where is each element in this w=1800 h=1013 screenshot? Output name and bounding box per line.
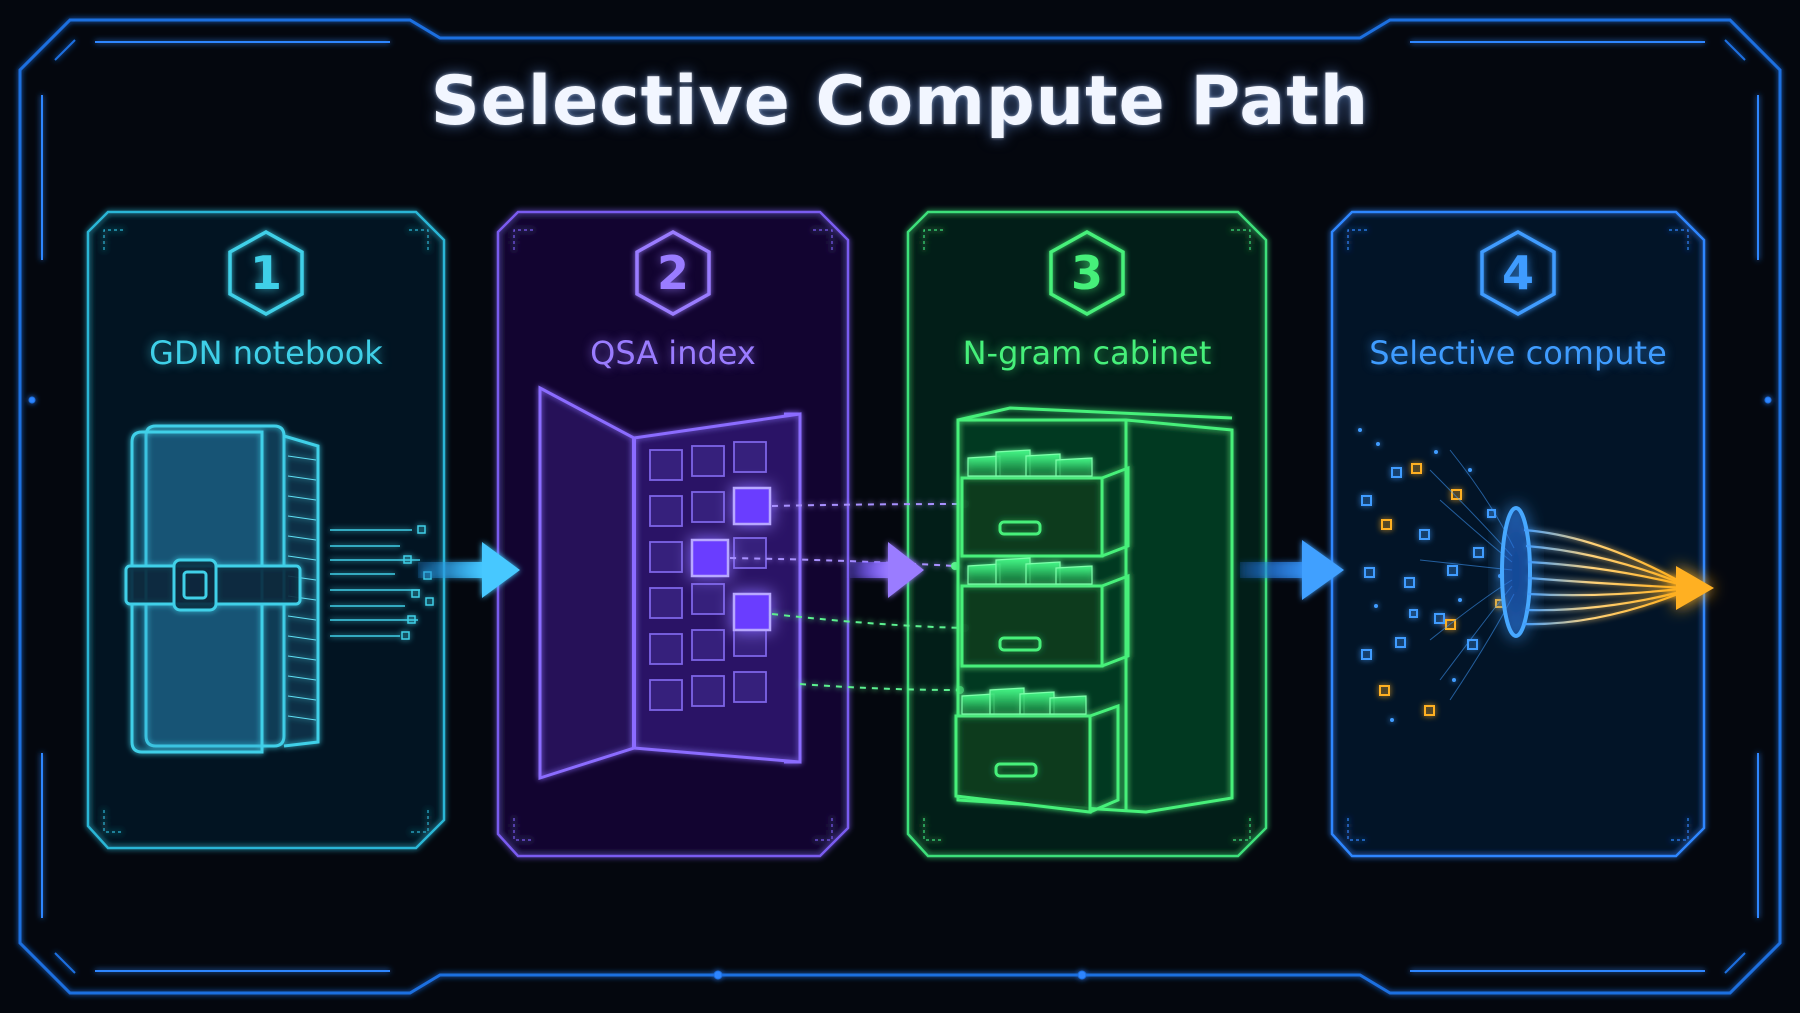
step-4-number: 4 bbox=[1501, 246, 1534, 300]
cabinet-file-tabs bbox=[961, 449, 1093, 715]
step-4-hexagon bbox=[1480, 229, 1556, 317]
step-4-label: Selective compute bbox=[1369, 334, 1667, 372]
output-rays bbox=[1523, 528, 1689, 626]
step-2-number: 2 bbox=[656, 246, 689, 300]
step-2-label: QSA index bbox=[590, 334, 756, 372]
output-arrowhead bbox=[1676, 566, 1714, 610]
step-1-label: GDN notebook bbox=[149, 334, 383, 372]
step-3-hexagon bbox=[1049, 229, 1125, 317]
step-3-label: N-gram cabinet bbox=[962, 334, 1212, 372]
step-1-number: 1 bbox=[249, 246, 282, 300]
funnel-lens-icon bbox=[1500, 506, 1532, 638]
arrow-2-to-3 bbox=[850, 542, 924, 598]
step-2-hexagon bbox=[635, 229, 711, 317]
arrow-3-to-4 bbox=[1240, 540, 1344, 600]
index-highlighted-cells bbox=[690, 486, 772, 632]
notebook-icon bbox=[124, 424, 320, 754]
token-scatter bbox=[1358, 428, 1504, 722]
outer-frame bbox=[18, 18, 1782, 995]
step-3-number: 3 bbox=[1070, 246, 1103, 300]
step-1-hexagon bbox=[228, 229, 304, 317]
arrow-1-to-2 bbox=[418, 542, 520, 598]
notebook-data-stream bbox=[330, 525, 434, 640]
diagram-title: Selective Compute Path bbox=[430, 62, 1370, 141]
